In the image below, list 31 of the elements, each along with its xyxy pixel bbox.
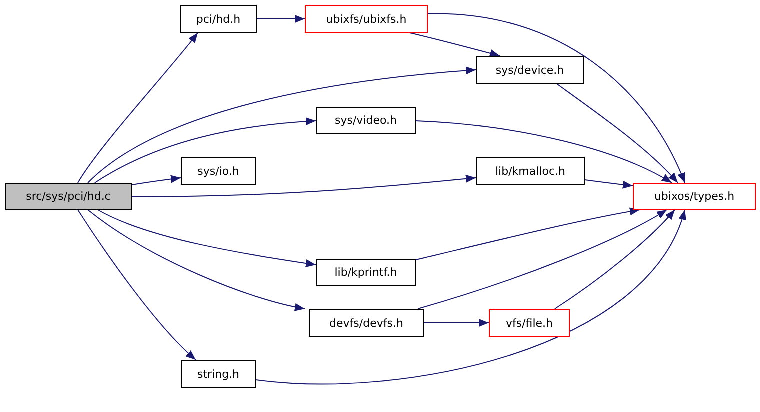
file-node: string.h	[181, 360, 256, 388]
arrow	[78, 210, 196, 360]
arrow	[428, 14, 686, 184]
arrow	[410, 32, 500, 58]
file-node: devfs/devfs.h	[309, 309, 424, 337]
file-node: pci/hd.h	[180, 5, 257, 33]
file-node: lib/kmalloc.h	[476, 157, 585, 185]
arrow	[78, 32, 198, 184]
file-node: sys/video.h	[316, 107, 416, 134]
arrow	[556, 84, 678, 184]
arrow	[584, 180, 634, 189]
file-node: ubixos/types.h	[633, 183, 756, 210]
arrow	[418, 210, 668, 310]
file-node: lib/kprintf.h	[316, 259, 416, 286]
file-node: src/sys/pci/hd.c	[5, 183, 132, 210]
arrow	[132, 174, 476, 198]
file-node: sys/device.h	[476, 56, 584, 84]
file-node: vfs/file.h	[489, 309, 570, 337]
arrow	[94, 118, 316, 184]
arrow	[88, 210, 306, 311]
file-node: sys/io.h	[181, 157, 256, 185]
arrow	[256, 210, 686, 385]
arrow	[256, 15, 306, 23]
file-node: ubixfs/ubixfs.h	[305, 5, 428, 33]
arrow	[424, 319, 490, 327]
arrow	[132, 175, 182, 186]
arrow	[416, 208, 640, 260]
arrow	[98, 210, 316, 268]
arrow	[88, 66, 476, 184]
arrow	[554, 210, 676, 310]
arrow	[416, 120, 672, 184]
